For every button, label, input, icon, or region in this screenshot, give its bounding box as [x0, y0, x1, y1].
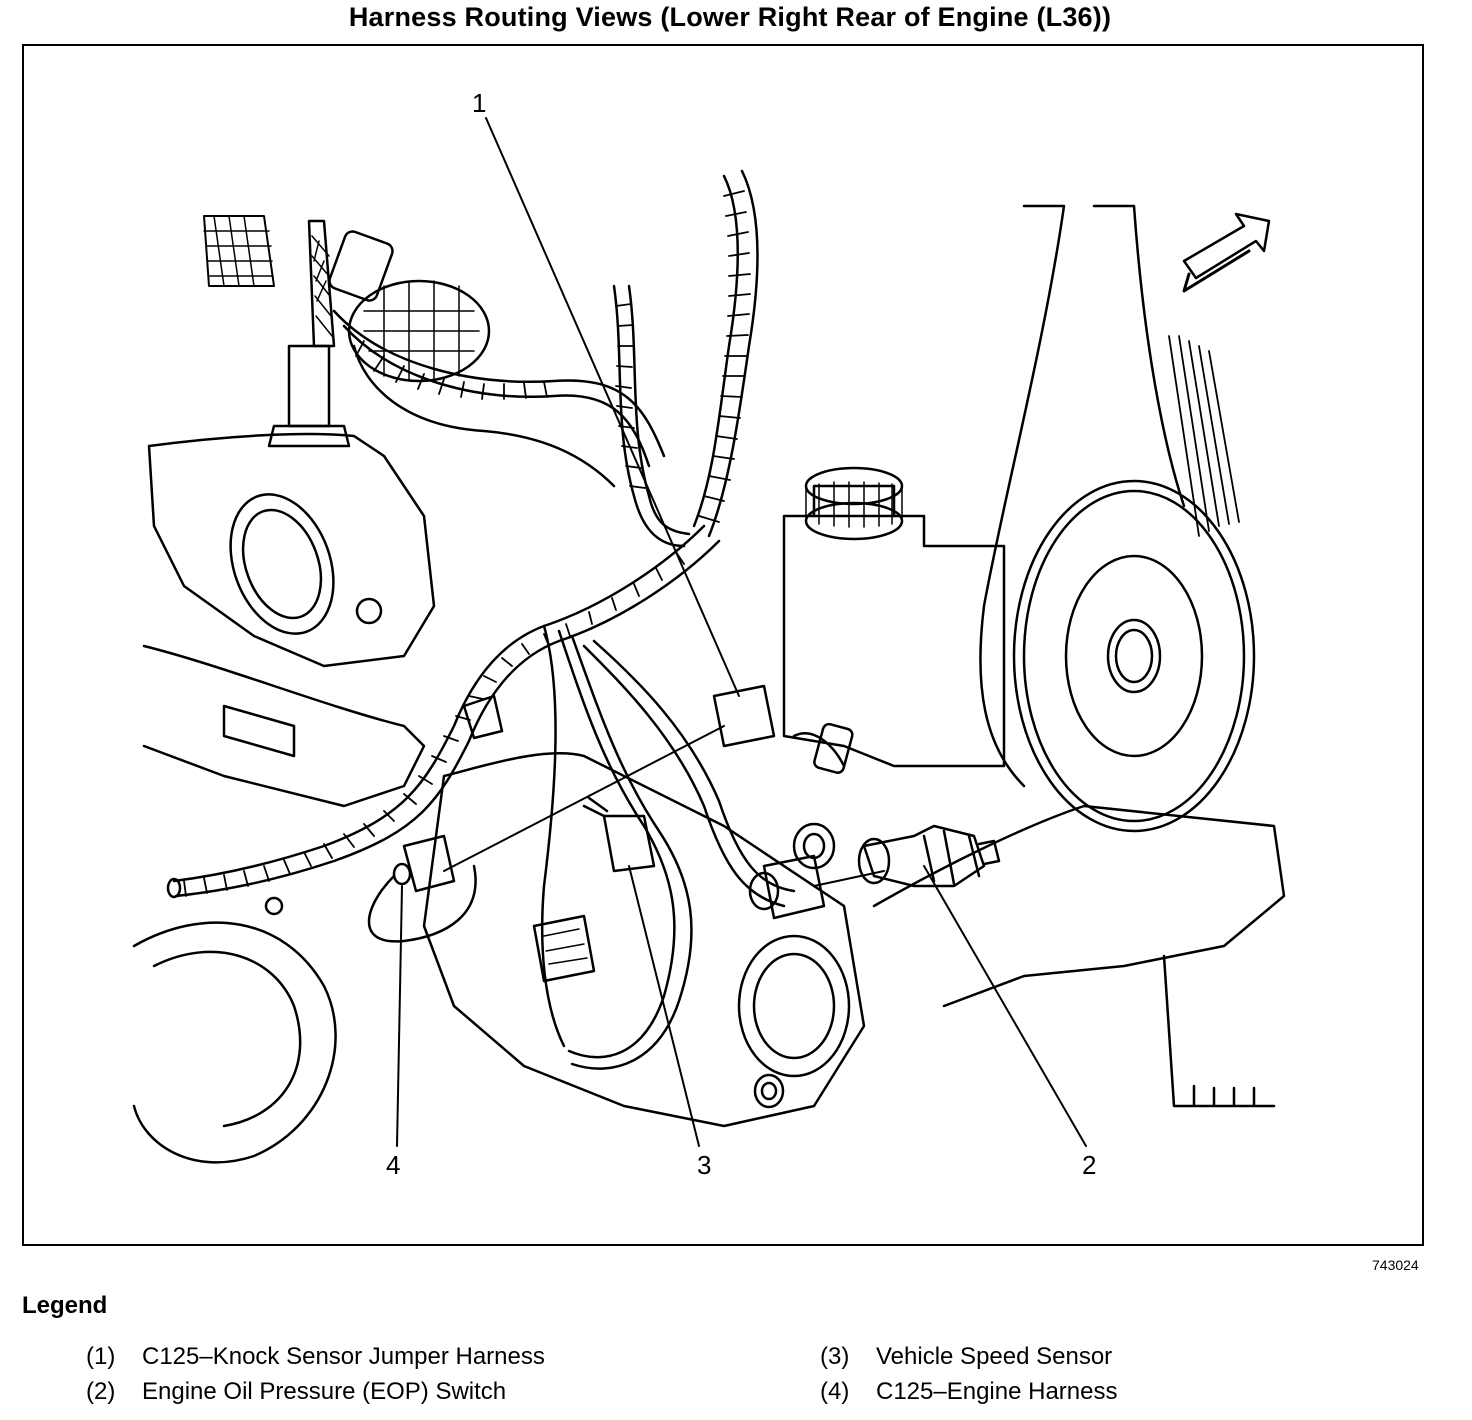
- callout-2: 2: [1082, 1150, 1097, 1180]
- diagram-frame: 1 2 3 4: [22, 44, 1424, 1246]
- legend-item-2: (2) Engine Oil Pressure (EOP) Switch: [86, 1378, 506, 1406]
- legend-item-number: (1): [86, 1343, 116, 1370]
- legend-item-label: Vehicle Speed Sensor: [876, 1343, 1113, 1370]
- legend-item-number: (2): [86, 1378, 116, 1405]
- exhaust-manifold: [147, 432, 436, 668]
- engine-illustration: [132, 117, 1286, 1164]
- connectors: [367, 684, 826, 983]
- legend-heading: Legend: [22, 1292, 108, 1319]
- eop-switch-shape: [857, 824, 1001, 888]
- callout-3: 3: [697, 1150, 712, 1180]
- legend-item-label: C125–Engine Harness: [876, 1378, 1118, 1405]
- wire-mesh: [203, 215, 491, 383]
- legend-item-number: (3): [820, 1343, 850, 1370]
- legend-item-number: (4): [820, 1378, 850, 1405]
- figure-id: 743024: [1372, 1257, 1419, 1273]
- legend-item-label: Engine Oil Pressure (EOP) Switch: [142, 1378, 507, 1405]
- legend-item-3: (3) Vehicle Speed Sensor: [820, 1343, 1112, 1371]
- direction-arrow-icon: [1182, 212, 1271, 293]
- legend-item-4: (4) C125–Engine Harness: [820, 1378, 1118, 1406]
- coolant-reservoir: [782, 466, 1006, 774]
- lower-harness: [166, 524, 796, 1070]
- oxygen-sensor: [267, 219, 394, 448]
- diagram-title: Harness Routing Views (Lower Right Rear …: [348, 2, 1112, 32]
- leader-lines: [396, 117, 1087, 1147]
- callout-4: 4: [386, 1150, 401, 1180]
- legend-item-1: (1) C125–Knock Sensor Jumper Harness: [86, 1343, 545, 1371]
- upper-harness: [332, 169, 759, 548]
- callout-1: 1: [472, 88, 487, 118]
- engine-block: [132, 644, 1286, 1164]
- legend-item-label: C125–Knock Sensor Jumper Harness: [142, 1343, 545, 1370]
- pulley: [979, 204, 1256, 833]
